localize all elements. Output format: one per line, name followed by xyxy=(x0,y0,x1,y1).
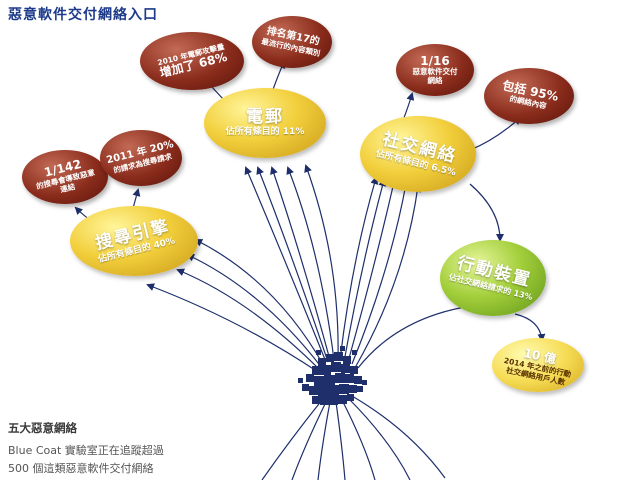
hub-social-network: 社交網絡 佔所有條目的 6.5% xyxy=(360,116,476,192)
hub-title: 電郵 xyxy=(246,106,284,127)
hub-mobile-device: 行動裝置 佔社交網絡請求的 13% xyxy=(440,240,546,316)
fact-search-share: 2011 年 20% 的請求為搜尋請求 xyxy=(100,130,182,186)
network-cluster xyxy=(298,346,367,405)
page-title: 惡意軟件交付網絡入口 xyxy=(8,7,158,23)
hub-search-engine: 搜尋引擎 佔所有條目的 40% xyxy=(70,206,198,276)
footer-title: 五大惡意網絡 xyxy=(8,421,77,435)
footer-line-1: Blue Coat 實驗室正在追蹤超過 xyxy=(8,444,164,457)
hub-email: 電郵 佔所有條目的 11% xyxy=(204,88,326,158)
footer-caption: 五大惡意網絡 Blue Coat 實驗室正在追蹤超過 500 個這類惡意軟件交付… xyxy=(8,420,164,478)
fact-value: 1/16 xyxy=(420,53,450,68)
fact-email-rank: 排名第17的 最流行的內容類別 xyxy=(252,16,332,68)
fact-search-ratio: 1/142 的搜尋會導致惡意連結 xyxy=(22,150,108,204)
fact-text: 惡意軟件交付網絡 xyxy=(412,67,458,86)
fact-social-ratio: 1/16 惡意軟件交付網絡 xyxy=(396,44,474,96)
hub-subtitle: 佔所有條目的 11% xyxy=(225,127,305,138)
fact-email-growth: 2010 年電郵攻擊量 增加了 68% xyxy=(140,32,244,90)
footer-line-2: 500 個這類惡意軟件交付網絡 xyxy=(8,462,154,475)
fact-social-content: 包括 95% 的網絡內容 xyxy=(484,68,574,124)
fact-mobile-users: 10 億 2014 年之前的行動社交網絡用戶人數 xyxy=(492,338,584,392)
